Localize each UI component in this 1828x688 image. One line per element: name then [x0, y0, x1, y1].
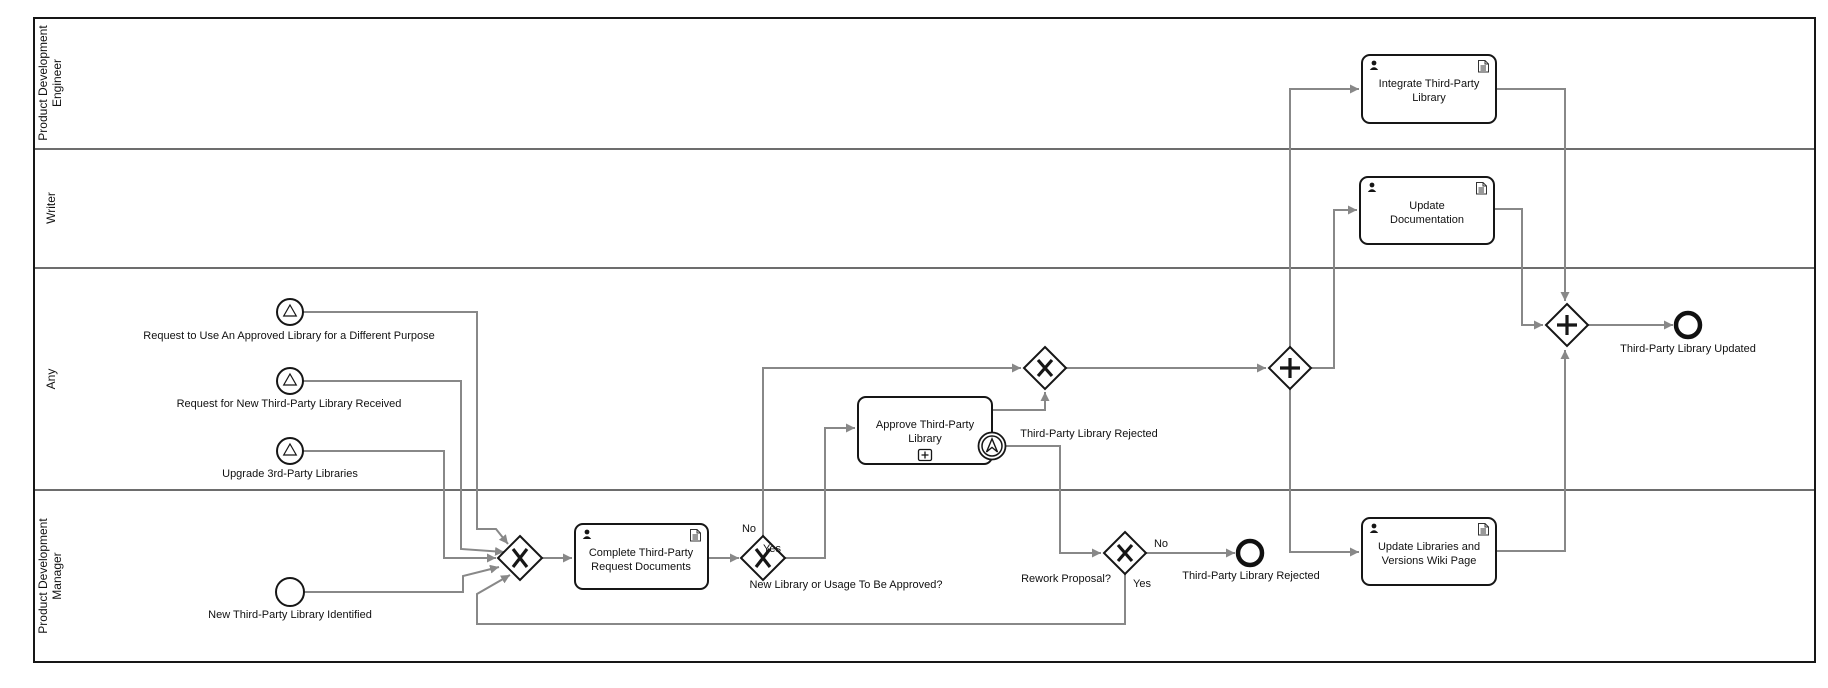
task-label: Versions Wiki Page [1382, 555, 1477, 567]
task-label: Update Libraries and [1378, 541, 1480, 553]
flow-request-new-library-to-join [303, 380, 505, 556]
flow-split-to-update-wiki [1289, 389, 1359, 557]
task-label: Complete Third-Party [589, 547, 694, 559]
parallel-plus-icon [1280, 358, 1300, 378]
document-icon [1478, 523, 1489, 536]
flow-rework-yes-loop [476, 574, 1126, 625]
user-task-icon [1369, 523, 1379, 533]
task-label: Library [1412, 92, 1446, 104]
flow-request-approved-library-to-join [303, 311, 509, 545]
pool-border [33, 17, 1816, 663]
task-label: Approve Third-Party [876, 419, 975, 431]
task-label: Documentation [1390, 214, 1464, 226]
boundary-event-escalation[interactable] [977, 431, 1007, 461]
flow-approval-yes-to-approve-task [785, 423, 855, 559]
flow-split-to-update-documentation [1311, 205, 1357, 369]
lane-label-writer: Writer [44, 192, 58, 224]
task-label: Request Documents [591, 561, 691, 573]
boundary-event-label: Third-Party Library Rejected [1020, 428, 1158, 440]
task-complete-third-party-request-documents[interactable]: Complete Third-Party Request Documents [574, 523, 709, 590]
task-update-documentation[interactable]: Update Documentation [1359, 176, 1495, 245]
start-event-label: Request to Use An Approved Library for a… [143, 330, 434, 342]
gateway-question-label: New Library or Usage To Be Approved? [749, 579, 942, 591]
flow-upgrade-libraries-to-join [303, 450, 496, 563]
start-event-label: Upgrade 3rd-Party Libraries [222, 468, 358, 480]
start-event-label: New Third-Party Library Identified [208, 609, 372, 621]
start-event-new-library-identified[interactable] [275, 577, 305, 607]
start-event-request-approved-library[interactable] [276, 298, 304, 326]
flow-new-library-identified-to-join [304, 564, 500, 593]
flow-split-to-integrate-library [1289, 84, 1359, 347]
subprocess-marker-icon [917, 448, 933, 462]
task-label: Integrate Third-Party [1379, 78, 1480, 90]
lane-label-product-development-engineer-2: Engineer [50, 59, 64, 107]
document-icon [1476, 182, 1487, 195]
user-task-icon [1367, 182, 1377, 192]
gateway-question-label: Rework Proposal? [1021, 573, 1111, 585]
task-label: Library [908, 433, 942, 445]
gateway-exclusive-merge[interactable] [1022, 345, 1068, 391]
escalation-icon [985, 436, 999, 453]
gateway-parallel-join[interactable] [1544, 302, 1590, 348]
signal-icon [282, 372, 298, 386]
gateway-exclusive-join[interactable] [496, 534, 544, 582]
gateway-new-library-approved[interactable] [739, 534, 787, 582]
flow-approve-task-to-merge [992, 392, 1050, 411]
start-event-label: Request for New Third-Party Library Rece… [177, 398, 402, 410]
flow-label-no: No [1154, 538, 1168, 550]
task-integrate-third-party-library[interactable]: Integrate Third-Party Library [1361, 54, 1497, 124]
user-task-icon [582, 529, 592, 539]
gateway-rework-proposal[interactable] [1102, 530, 1148, 576]
end-event-label: Third-Party Library Updated [1620, 343, 1756, 355]
end-event-third-party-library-rejected[interactable] [1235, 538, 1265, 568]
exclusive-x-icon [754, 548, 772, 568]
exclusive-x-icon [1116, 543, 1134, 563]
flow-integrate-to-parallel-join [1496, 88, 1570, 301]
start-event-request-new-library[interactable] [276, 367, 304, 395]
flow-label-yes: Yes [1133, 578, 1151, 590]
exclusive-x-icon [511, 548, 529, 568]
parallel-plus-icon [1557, 315, 1577, 335]
flow-label-yes: Yes [763, 543, 781, 555]
flow-update-doc-to-parallel-join [1494, 208, 1543, 330]
signal-icon [282, 303, 298, 317]
task-label: Update [1409, 200, 1444, 212]
signal-icon [282, 442, 298, 456]
task-update-libraries-wiki[interactable]: Update Libraries and Versions Wiki Page [1361, 517, 1497, 586]
exclusive-x-icon [1036, 358, 1054, 378]
end-event-third-party-library-updated[interactable] [1673, 310, 1703, 340]
end-event-label: Third-Party Library Rejected [1182, 570, 1320, 582]
document-icon [1478, 60, 1489, 73]
flow-label-no: No [742, 523, 756, 535]
flow-update-wiki-to-parallel-join [1496, 350, 1570, 552]
start-event-upgrade-libraries[interactable] [276, 437, 304, 465]
task-approve-third-party-library[interactable]: Approve Third-Party Library [857, 396, 993, 465]
flow-approval-no-to-merge [762, 363, 1021, 536]
document-icon [690, 529, 701, 542]
lane-label-product-development-engineer: Product Development [36, 25, 50, 141]
lane-label-product-development-manager: Product Development [36, 518, 50, 634]
user-task-icon [1369, 60, 1379, 70]
gateway-parallel-split[interactable] [1267, 345, 1313, 391]
flow-escalation-to-rework-gateway [1006, 445, 1101, 558]
lane-label-any: Any [44, 369, 58, 390]
lane-label-product-development-manager-2: Manager [50, 552, 64, 599]
